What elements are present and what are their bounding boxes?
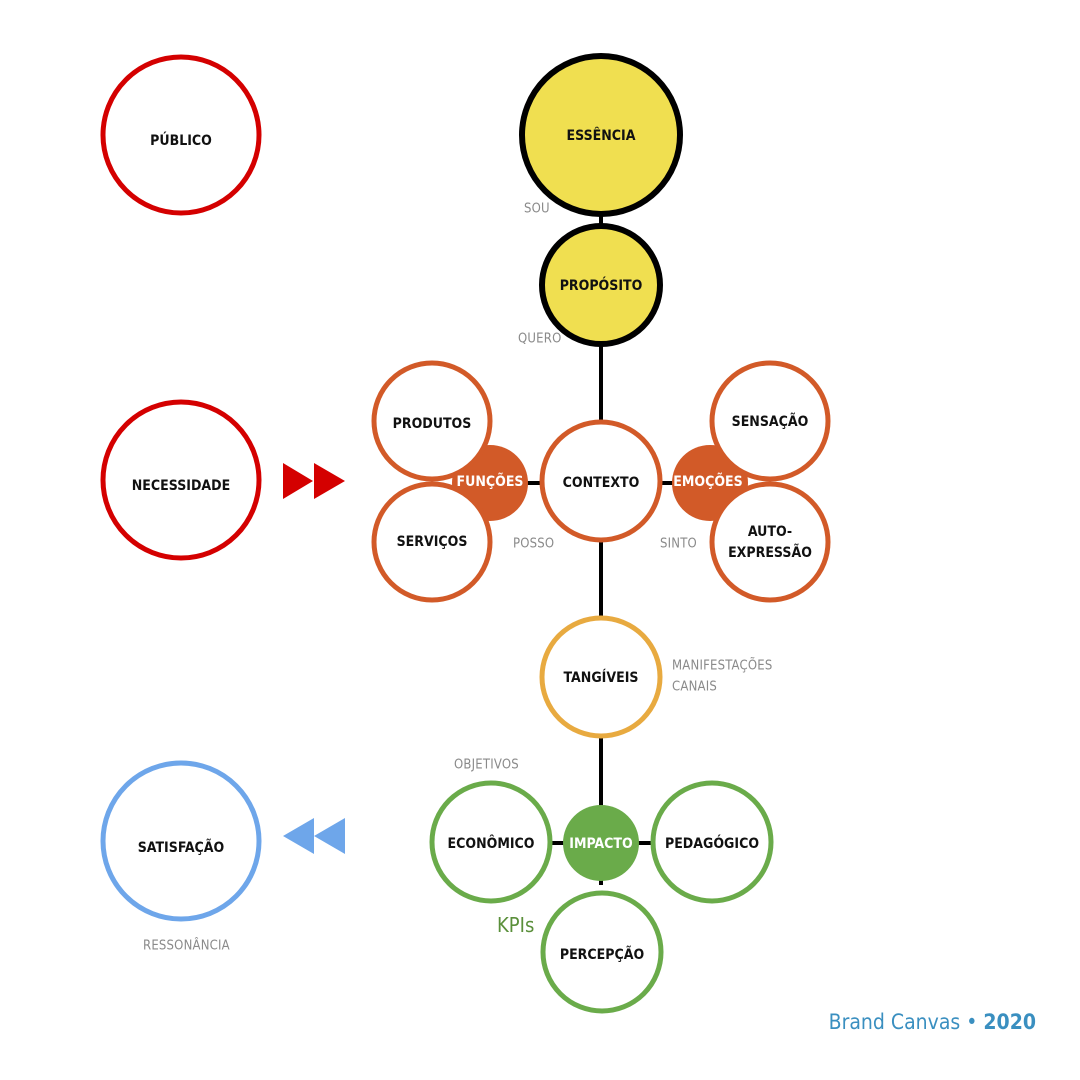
caption-sinto: SINTO: [660, 537, 697, 552]
caption-sou: SOU: [524, 202, 550, 217]
footer-brand-name: Brand Canvas: [828, 1010, 961, 1034]
footer-separator: •: [966, 1010, 978, 1034]
essencia-node: ESSÊNCIA: [519, 53, 683, 217]
contexto-node: CONTEXTO: [539, 419, 663, 543]
footer-year: 2020: [983, 1010, 1036, 1034]
proposito-label: PROPÓSITO: [560, 276, 643, 294]
backward-arrows-icon: [283, 818, 345, 854]
pedagogico-label: PEDAGÓGICO: [665, 834, 759, 852]
impacto-label: IMPACTO: [569, 836, 633, 852]
publico-label: PÚBLICO: [150, 131, 212, 149]
economico-label: ECONÔMICO: [448, 834, 535, 852]
caption-ressonancia: RESSONÂNCIA: [143, 938, 230, 954]
satisfacao-node: SATISFAÇÃO: [100, 760, 262, 922]
caption-objetivos: OBJETIVOS: [454, 758, 519, 773]
autoexpressao-label-line2: EXPRESSÃO: [728, 544, 812, 561]
contexto-label: CONTEXTO: [563, 475, 640, 491]
caption-canais: CANAIS: [672, 680, 717, 695]
funcoes-label-front: FUNÇÕES: [457, 472, 524, 490]
percepcao-label: PERCEPÇÃO: [560, 946, 645, 963]
autoexpressao-label-line1: AUTO-: [748, 524, 792, 540]
caption-posso: POSSO: [513, 537, 554, 552]
satisfacao-label: SATISFAÇÃO: [138, 839, 225, 856]
publico-node: PÚBLICO: [100, 54, 262, 216]
necessidade-node: NECESSIDADE: [100, 399, 262, 561]
caption-quero: QUERO: [518, 332, 562, 347]
footer-brand: Brand Canvas • 2020: [829, 1010, 1036, 1034]
emocoes-text-overlay: EMOÇÕES: [673, 472, 742, 490]
produtos-label: PRODUTOS: [393, 416, 472, 432]
emocoes-label: EMOÇÕES: [673, 472, 742, 490]
autoexpressao-node: AUTO- EXPRESSÃO: [709, 481, 831, 603]
sensacao-label: SENSAÇÃO: [732, 413, 809, 430]
essencia-label: ESSÊNCIA: [567, 127, 636, 144]
servicos-node: SERVIÇOS: [371, 481, 493, 603]
pedagogico-node: PEDAGÓGICO: [650, 780, 774, 904]
servicos-label: SERVIÇOS: [397, 534, 468, 550]
tangiveis-node: TANGÍVEIS: [539, 615, 663, 739]
sensacao-node: SENSAÇÃO: [709, 360, 831, 482]
tangiveis-label: TANGÍVEIS: [564, 669, 639, 686]
necessidade-label: NECESSIDADE: [132, 478, 230, 494]
forward-arrows-icon: [283, 463, 345, 499]
proposito-node: PROPÓSITO: [539, 223, 663, 347]
caption-manifestacoes: MANIFESTAÇÕES: [672, 658, 773, 674]
caption-kpis: KPIs: [497, 913, 534, 937]
economico-node: ECONÔMICO: [429, 780, 553, 904]
produtos-node: PRODUTOS: [371, 360, 493, 482]
impacto-node: IMPACTO: [563, 805, 639, 881]
percepcao-node: PERCEPÇÃO: [540, 890, 664, 1014]
funcoes-text-overlay: FUNÇÕES: [457, 472, 524, 490]
